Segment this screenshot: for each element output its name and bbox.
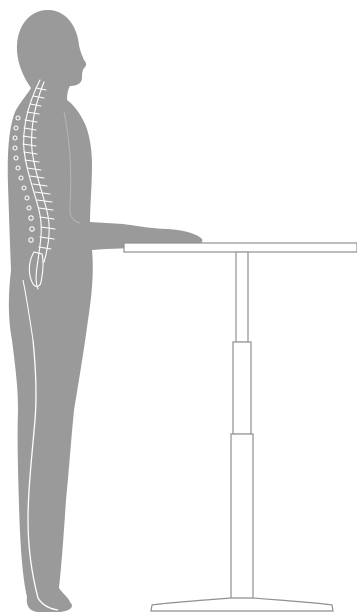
desk-base [151, 598, 333, 611]
desk-column-upper [236, 252, 248, 342]
person-silhouette [8, 10, 203, 612]
desk-column-lower [231, 434, 253, 599]
desk-top [124, 243, 357, 252]
desk-column-middle [233, 342, 251, 434]
body-shape [8, 10, 203, 612]
standing-desk [124, 243, 357, 611]
